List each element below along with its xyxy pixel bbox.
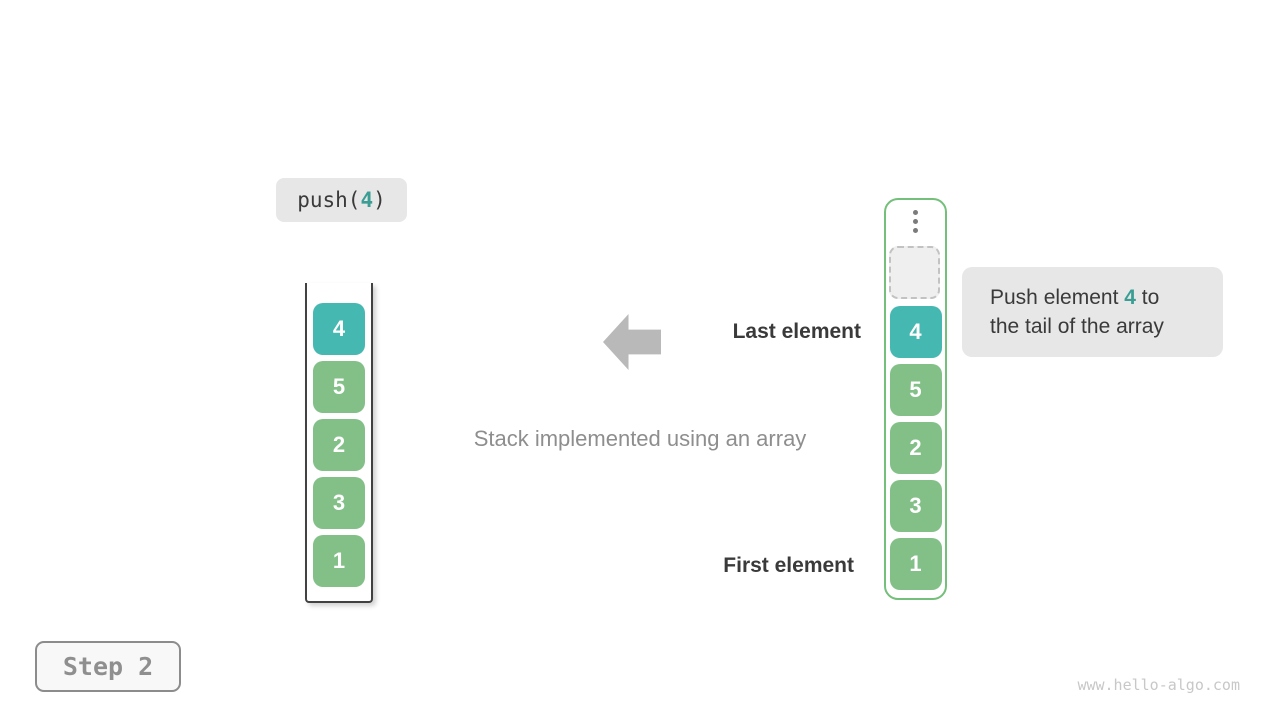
diagram-caption: Stack implemented using an array: [473, 426, 807, 451]
stack-cell: 3: [313, 477, 365, 529]
empty-array-slot: [889, 246, 940, 299]
watermark: www.hello-algo.com: [1077, 676, 1240, 694]
push-operation-prefix: push(: [297, 188, 361, 212]
vertical-ellipsis-icon: [886, 210, 945, 233]
callout-text-post: to: [1135, 286, 1160, 309]
stack-cell: 2: [313, 419, 365, 471]
step-indicator: Step 2: [35, 641, 181, 692]
push-operation-suffix: ): [373, 188, 386, 212]
step-indicator-label: Step 2: [62, 652, 154, 681]
push-explanation-callout: Push element 4 to the tail of the array: [962, 267, 1223, 357]
callout-line-1: Push element 4 to: [990, 283, 1223, 312]
array-cells: 4 5 2 3 1: [886, 306, 945, 590]
first-element-label: First element: [723, 554, 854, 577]
callout-line-2: the tail of the array: [990, 315, 1164, 338]
callout-value: 4: [1124, 286, 1136, 309]
push-operation-label: push(4): [276, 178, 407, 222]
stack-cell: 3: [889, 480, 942, 532]
stack-cell: 4: [889, 306, 942, 358]
stack-container-plain: 4 5 2 3 1: [305, 283, 373, 603]
stack-cell: 5: [889, 364, 942, 416]
callout-text-pre: Push element: [990, 286, 1125, 309]
stack-cell: 1: [313, 535, 365, 587]
stack-cell: 2: [889, 422, 942, 474]
stack-cell: 5: [313, 361, 365, 413]
last-element-label: Last element: [732, 320, 861, 343]
push-operation-value: 4: [360, 188, 374, 212]
stack-cell: 1: [889, 538, 942, 590]
array-container-bordered: 4 5 2 3 1: [884, 198, 947, 600]
stack-cell: 4: [313, 303, 365, 355]
